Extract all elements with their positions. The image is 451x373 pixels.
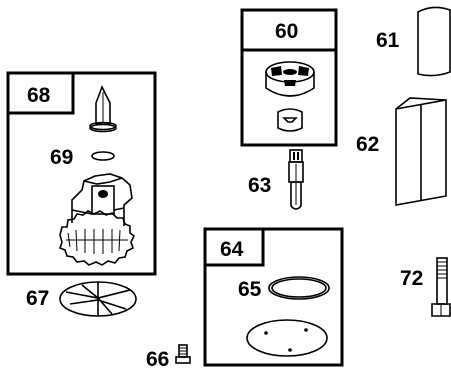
part-66-screw — [175, 344, 191, 364]
label-68: 68 — [27, 84, 51, 107]
label-61: 61 — [376, 29, 400, 52]
label-69: 69 — [50, 146, 73, 169]
box-68-label-tab — [6, 71, 75, 115]
box-64-group: 64 65 — [203, 227, 344, 367]
label-66: 66 — [146, 348, 169, 371]
box-64-label-tab — [203, 227, 265, 267]
label-67: 67 — [26, 287, 49, 310]
part-61-sleeve — [417, 6, 451, 77]
label-65: 65 — [238, 278, 262, 301]
part-69-pin — [89, 85, 117, 133]
part-68-gear-body — [59, 173, 136, 266]
part-62-foam-filter — [395, 97, 447, 206]
box-60-group: 60 — [240, 8, 338, 147]
part-69-oring — [91, 151, 115, 161]
part-60-cup — [265, 61, 315, 97]
part-72-bolt — [431, 257, 451, 317]
box-64-frame — [203, 227, 344, 367]
label-72: 72 — [400, 267, 423, 290]
label-64: 64 — [220, 238, 244, 261]
part-60-insert — [277, 108, 303, 132]
part-64-cover — [246, 319, 328, 357]
label-62: 62 — [356, 133, 379, 156]
box-68-group: 68 69 — [6, 71, 157, 276]
box-68-frame — [6, 71, 157, 276]
label-60: 60 — [275, 20, 298, 43]
part-67-plate — [59, 281, 137, 317]
part-63-shaft — [288, 149, 304, 210]
part-65-gasket — [268, 276, 330, 300]
label-63: 63 — [248, 174, 271, 197]
box-60-label-tab — [240, 8, 338, 52]
